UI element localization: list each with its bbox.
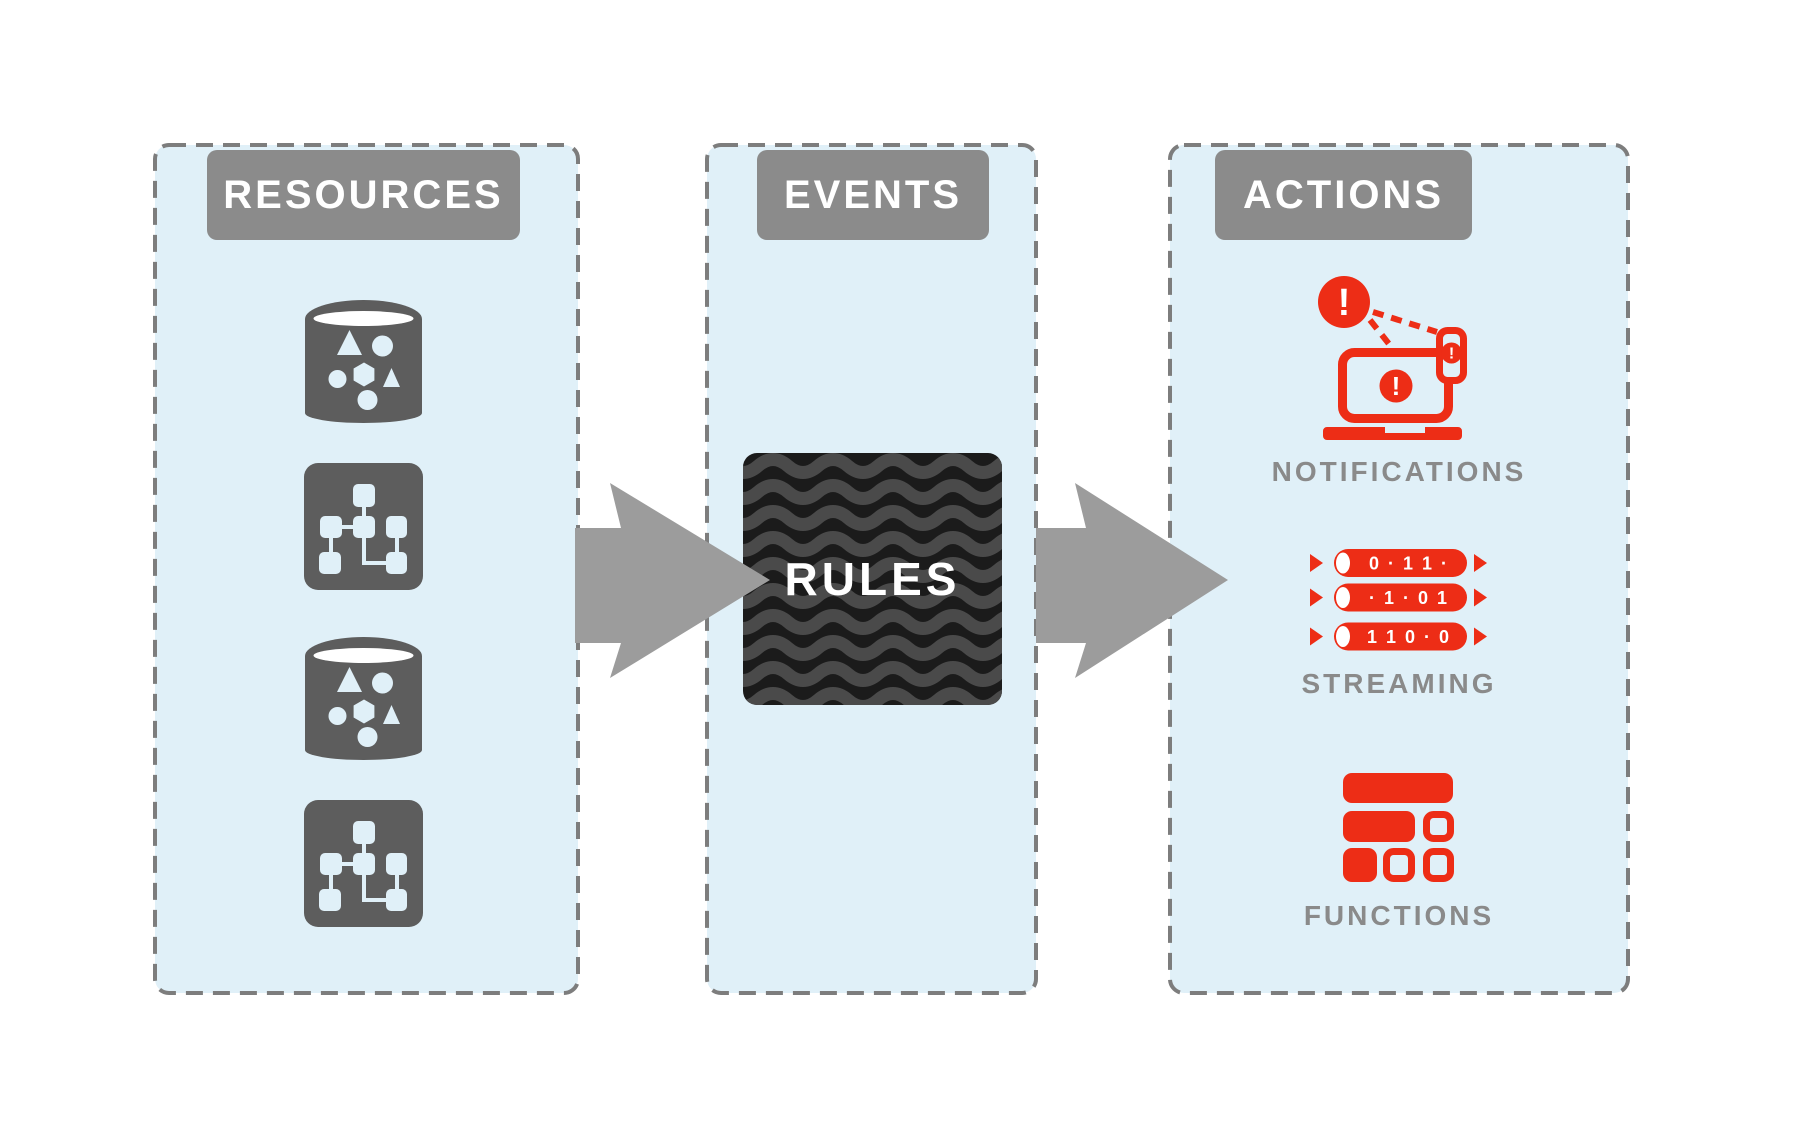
streaming-icon: 0 · 1 1 · · 1 · 0 1 1 1 0 · 0 — [1310, 549, 1487, 651]
rules-label: RULES — [784, 553, 961, 605]
database-icon — [305, 637, 422, 760]
alert-glyph: ! — [1338, 282, 1351, 324]
notifications-icon: ! ! ! — [1318, 276, 1467, 440]
streaming-label: STREAMING — [1301, 668, 1497, 699]
flowchart-icon — [304, 800, 423, 927]
actions-title: ACTIONS — [1243, 172, 1444, 217]
notifications-label: NOTIFICATIONS — [1271, 456, 1527, 487]
rules-box — [743, 453, 1002, 705]
binary-row: 1 1 0 · 0 — [1367, 627, 1451, 647]
binary-row: 0 · 1 1 · — [1369, 554, 1449, 574]
alert-glyph: ! — [1392, 371, 1401, 401]
actions-header: ACTIONS — [1215, 150, 1472, 240]
arrow-resources-to-events — [575, 483, 770, 678]
flowchart-icon — [304, 463, 423, 590]
functions-icon — [1343, 773, 1454, 882]
events-title: EVENTS — [783, 172, 963, 217]
alert-glyph: ! — [1449, 346, 1454, 363]
binary-row: · 1 · 0 1 — [1369, 588, 1449, 608]
database-icon — [305, 300, 422, 423]
resources-header: RESOURCES — [207, 150, 520, 240]
arrow-events-to-actions — [1036, 483, 1228, 678]
functions-label: FUNCTIONS — [1303, 900, 1495, 931]
events-header: EVENTS — [757, 150, 989, 240]
resources-title: RESOURCES — [223, 172, 504, 217]
